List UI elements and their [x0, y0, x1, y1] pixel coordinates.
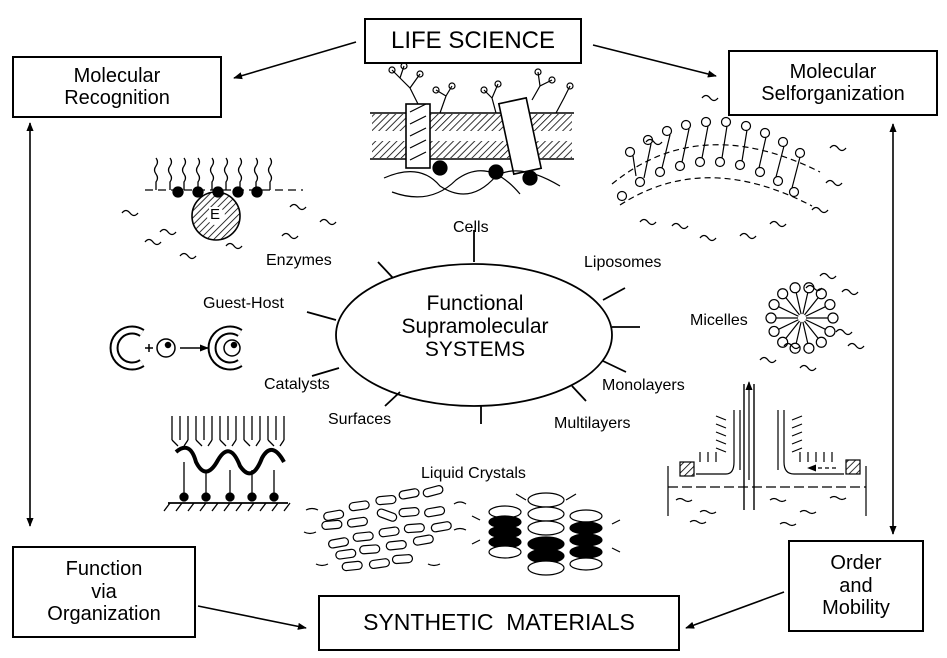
surface-catalyst-illustration	[164, 416, 290, 511]
wave-mark	[770, 222, 786, 227]
order-and-mobility-box: Order and Mobility	[788, 540, 924, 632]
life-science-box: LIFE SCIENCE	[364, 18, 582, 64]
wave-mark	[700, 236, 716, 241]
center-line-1: Functional	[364, 292, 586, 315]
cell-membrane-illustration	[370, 63, 574, 197]
micelle-headgroup	[766, 313, 776, 323]
arrow-life-to-selforganization	[593, 45, 716, 76]
wave-mark	[672, 224, 688, 229]
order-line-1: Order	[822, 552, 890, 574]
wave-mark	[320, 220, 336, 225]
function-line-3: Organization	[47, 603, 160, 625]
micelle-tail	[779, 320, 799, 330]
label-multilayers: Multilayers	[554, 416, 630, 432]
molecular-selforganization-box: Molecular Selforganization	[728, 50, 938, 116]
label-surfaces: Surfaces	[328, 412, 391, 428]
enzyme-illustration	[145, 158, 303, 240]
wave-mark	[848, 344, 864, 349]
monolayer-illustration	[668, 382, 866, 526]
wave-mark	[820, 274, 836, 279]
molecular-selforganization-line-2: Selforganization	[761, 83, 904, 105]
label-monolayers: Monolayers	[602, 378, 685, 394]
wave-mark	[282, 234, 298, 239]
micelle-headgroup	[778, 337, 788, 347]
synthetic-materials-box: SYNTHETIC MATERIALS	[318, 595, 680, 651]
wave-mark	[800, 366, 816, 371]
center-title: Functional Supramolecular SYSTEMS	[364, 292, 586, 361]
micelle-headgroup	[769, 300, 779, 310]
guest-host-illustration	[114, 330, 240, 366]
micelle-headgroup	[828, 313, 838, 323]
label-liposomes: Liposomes	[584, 255, 661, 271]
center-line-3: SYSTEMS	[364, 338, 586, 361]
function-via-organization-box: Function via Organization	[12, 546, 196, 638]
function-line-2: via	[47, 581, 160, 603]
label-enzymes: Enzymes	[266, 253, 332, 269]
wave-mark	[640, 220, 656, 225]
wave-mark	[646, 140, 662, 145]
label-guest-host: Guest-Host	[203, 296, 284, 312]
molecular-recognition-line-1: Molecular	[64, 65, 170, 87]
center-line-2: Supramolecular	[364, 315, 586, 338]
wave-mark	[122, 211, 138, 216]
micelle-headgroup	[804, 283, 814, 293]
arrow-order-to-synthetic	[686, 592, 784, 628]
micelle-tail	[806, 307, 826, 317]
enzyme-letter: E	[209, 207, 221, 222]
molecular-recognition-line-2: Recognition	[64, 87, 170, 109]
molecular-selforganization-line-1: Molecular	[761, 61, 904, 83]
wave-mark	[290, 205, 306, 210]
wave-mark	[160, 230, 176, 235]
wave-mark	[145, 240, 161, 245]
micelle-headgroup	[778, 289, 788, 299]
micelle-headgroup	[825, 326, 835, 336]
label-cells: Cells	[453, 220, 489, 236]
liquid-crystal-nematic-illustration	[304, 485, 466, 571]
wave-mark	[812, 208, 828, 213]
order-line-2: and	[822, 575, 890, 597]
wave-mark	[826, 181, 842, 186]
order-line-3: Mobility	[822, 597, 890, 619]
wave-mark	[740, 234, 756, 239]
wave-mark	[760, 358, 776, 363]
micelle-headgroup	[816, 337, 826, 347]
arrow-life-to-recognition	[234, 42, 356, 78]
micelle-tail	[806, 320, 826, 330]
label-micelles: Micelles	[690, 313, 748, 329]
wave-mark	[830, 146, 846, 151]
micelle-illustration	[766, 283, 838, 353]
label-liquid-crystals: Liquid Crystals	[421, 466, 526, 482]
liposome-illustration	[612, 106, 820, 206]
molecular-recognition-box: Molecular Recognition	[12, 56, 222, 118]
wave-mark	[180, 254, 196, 259]
wave-mark	[836, 330, 852, 335]
synthetic-materials-title: SYNTHETIC MATERIALS	[363, 610, 635, 636]
micelle-headgroup	[790, 283, 800, 293]
label-catalysts: Catalysts	[264, 377, 330, 393]
wave-mark	[226, 244, 242, 249]
arrow-function-to-synthetic	[198, 606, 306, 628]
function-line-1: Function	[47, 558, 160, 580]
micelle-tail	[779, 307, 799, 317]
liquid-crystal-columnar-illustration	[472, 493, 620, 575]
wave-mark	[702, 96, 718, 101]
wave-mark	[842, 290, 858, 295]
micelle-headgroup	[769, 326, 779, 336]
micelle-headgroup	[804, 343, 814, 353]
micelle-headgroup	[825, 300, 835, 310]
life-science-title: LIFE SCIENCE	[391, 28, 555, 55]
